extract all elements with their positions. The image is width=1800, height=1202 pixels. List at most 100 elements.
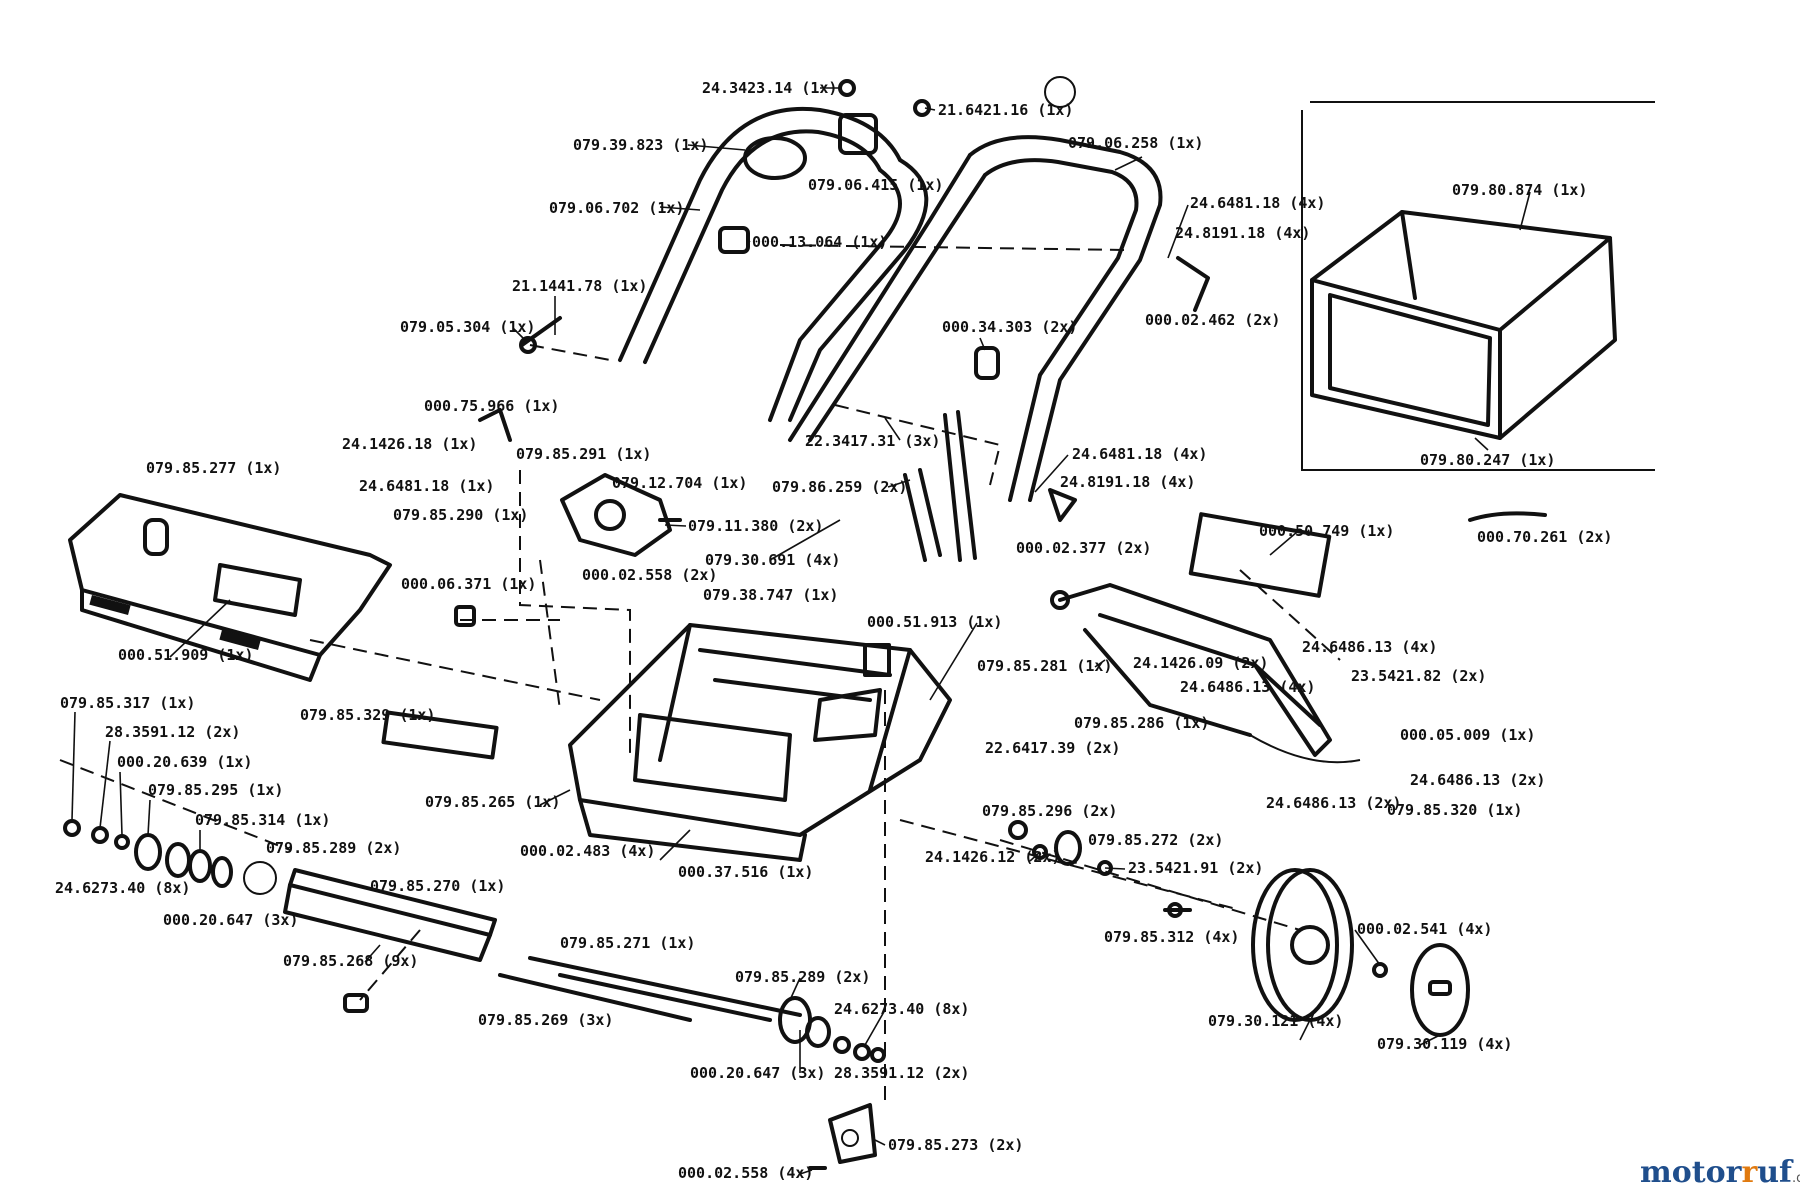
part-label: 079.06.258 (1x) [1068, 134, 1203, 152]
part-label: 079.30.121 (4x) [1208, 1012, 1343, 1030]
part-label: 079.80.874 (1x) [1452, 181, 1587, 199]
part-label: 000.13.064 (1x) [752, 233, 887, 251]
part-label: 000.20.647 (3x) [690, 1064, 825, 1082]
part-label: 24.6481.18 (4x) [1072, 445, 1207, 463]
part-label: 079.85.271 (1x) [560, 934, 695, 952]
main-deck [568, 623, 952, 862]
part-label: 079.05.304 (1x) [400, 318, 535, 336]
part-label: 28.3591.12 (2x) [834, 1064, 969, 1082]
part-label: 000.37.516 (1x) [678, 863, 813, 881]
part-label: 079.11.380 (2x) [688, 517, 823, 535]
part-label: 24.6481.18 (4x) [1190, 194, 1325, 212]
part-label: 079.85.289 (2x) [735, 968, 870, 986]
wheel [1251, 868, 1470, 1037]
part-label: 000.75.966 (1x) [424, 397, 559, 415]
tine-shafts [343, 956, 886, 1063]
part-label: 079.12.704 (1x) [612, 474, 747, 492]
bottom-bracket [808, 1103, 877, 1170]
part-label: 28.3591.12 (2x) [105, 723, 240, 741]
part-label: 079.85.320 (1x) [1387, 801, 1522, 819]
lower-handle-left [618, 106, 929, 422]
part-label: 079.06.415 (1x) [808, 176, 943, 194]
part-label: 079.85.270 (1x) [370, 877, 505, 895]
part-label: 24.6481.18 (1x) [359, 477, 494, 495]
part-label: 079.85.291 (1x) [516, 445, 651, 463]
axle-parts-right [1008, 820, 1192, 918]
part-label: 24.1426.09 (2x) [1133, 654, 1268, 672]
part-label: 24.6486.13 (4x) [1302, 638, 1437, 656]
side-plate [381, 710, 499, 760]
part-label: 079.85.289 (2x) [266, 839, 401, 857]
part-label: 079.85.317 (1x) [60, 694, 195, 712]
part-label: 079.85.295 (1x) [148, 781, 283, 799]
part-label: 24.8191.18 (4x) [1060, 473, 1195, 491]
part-label: 22.6417.39 (2x) [985, 739, 1120, 757]
part-label: 24.1426.12 (2x) [925, 848, 1060, 866]
watermark-r: r [1741, 1155, 1758, 1190]
part-label: 24.8191.18 (4x) [1175, 224, 1310, 242]
part-label: 23.5421.82 (2x) [1351, 667, 1486, 685]
height-adjust-frame [1050, 583, 1361, 764]
part-label: 079.39.823 (1x) [573, 136, 708, 154]
grass-bag-inset [1301, 101, 1655, 471]
part-label: 079.85.269 (3x) [478, 1011, 613, 1029]
part-label: 000.02.558 (4x) [678, 1164, 813, 1182]
part-label: 079.85.272 (2x) [1088, 831, 1223, 849]
part-label: 079.85.290 (1x) [393, 506, 528, 524]
part-label: 079.80.247 (1x) [1420, 451, 1555, 469]
svg-text:motorruf.de: motorruf.de [1640, 1155, 1800, 1190]
part-label: 21.1441.78 (1x) [512, 277, 647, 295]
part-label: 000.51.913 (1x) [867, 613, 1002, 631]
bolt-block [454, 605, 476, 627]
part-label: 24.6486.13 (4x) [1180, 678, 1315, 696]
part-label: 000.20.647 (3x) [163, 911, 298, 929]
watermark-motor: motor [1640, 1155, 1743, 1190]
part-label: 079.85.273 (2x) [888, 1136, 1023, 1154]
part-label: 000.02.462 (2x) [1145, 311, 1280, 329]
part-label: 24.6486.13 (2x) [1410, 771, 1545, 789]
assembly-lines [59, 244, 1341, 1100]
part-label: 079.86.259 (2x) [772, 478, 907, 496]
part-labels: 24.3423.14 (1x) 21.6421.16 (1x) 079.39.8… [55, 79, 1612, 1182]
front-hood-cover [68, 493, 392, 682]
part-label: 079.85.268 (9x) [283, 952, 418, 970]
handle-struts [903, 410, 977, 562]
watermark-uf: uf [1757, 1155, 1794, 1190]
part-label: 079.38.747 (1x) [703, 586, 838, 604]
part-label: 079.85.286 (1x) [1074, 714, 1209, 732]
leader-lines [71, 87, 1531, 1175]
part-label: 079.85.277 (1x) [146, 459, 281, 477]
part-label: 000.02.483 (4x) [520, 842, 655, 860]
part-label: 079.06.702 (1x) [549, 199, 684, 217]
part-label: 079.85.265 (1x) [425, 793, 560, 811]
part-label: 000.50.749 (1x) [1259, 522, 1394, 540]
part-label: 24.6273.40 (8x) [834, 1000, 969, 1018]
part-label: 079.30.691 (4x) [705, 551, 840, 569]
part-label: 079.85.314 (1x) [195, 811, 330, 829]
motor-unit [478, 408, 682, 557]
part-label: 000.70.261 (2x) [1477, 528, 1612, 546]
part-label: 24.1426.18 (1x) [342, 435, 477, 453]
flap-plate [1188, 512, 1332, 598]
part-label: 22.3417.31 (3x) [805, 432, 940, 450]
part-label: 24.3423.14 (1x) [702, 79, 837, 97]
part-label: 079.85.296 (2x) [982, 802, 1117, 820]
part-label: 24.6486.13 (2x) [1266, 794, 1401, 812]
part-label: 000.20.639 (1x) [117, 753, 252, 771]
part-label: 079.85.281 (1x) [977, 657, 1112, 675]
part-label: 079.85.312 (4x) [1104, 928, 1239, 946]
part-label: 21.6421.16 (1x) [938, 101, 1073, 119]
part-label: 000.05.009 (1x) [1400, 726, 1535, 744]
part-label: 000.34.303 (2x) [942, 318, 1077, 336]
watermark-tld: .de [1792, 1171, 1800, 1186]
bag-clip [1468, 511, 1547, 522]
part-label: 000.51.909 (1x) [118, 646, 253, 664]
part-label: 24.6273.40 (8x) [55, 879, 190, 897]
part-label: 000.02.541 (4x) [1357, 920, 1492, 938]
roller-drum [243, 861, 497, 962]
part-label: 23.5421.91 (2x) [1128, 859, 1263, 877]
part-label: 000.02.377 (2x) [1016, 539, 1151, 557]
part-label: 079.85.329 (1x) [300, 706, 435, 724]
motoruf-watermark: motorruf.de [1640, 1155, 1800, 1190]
